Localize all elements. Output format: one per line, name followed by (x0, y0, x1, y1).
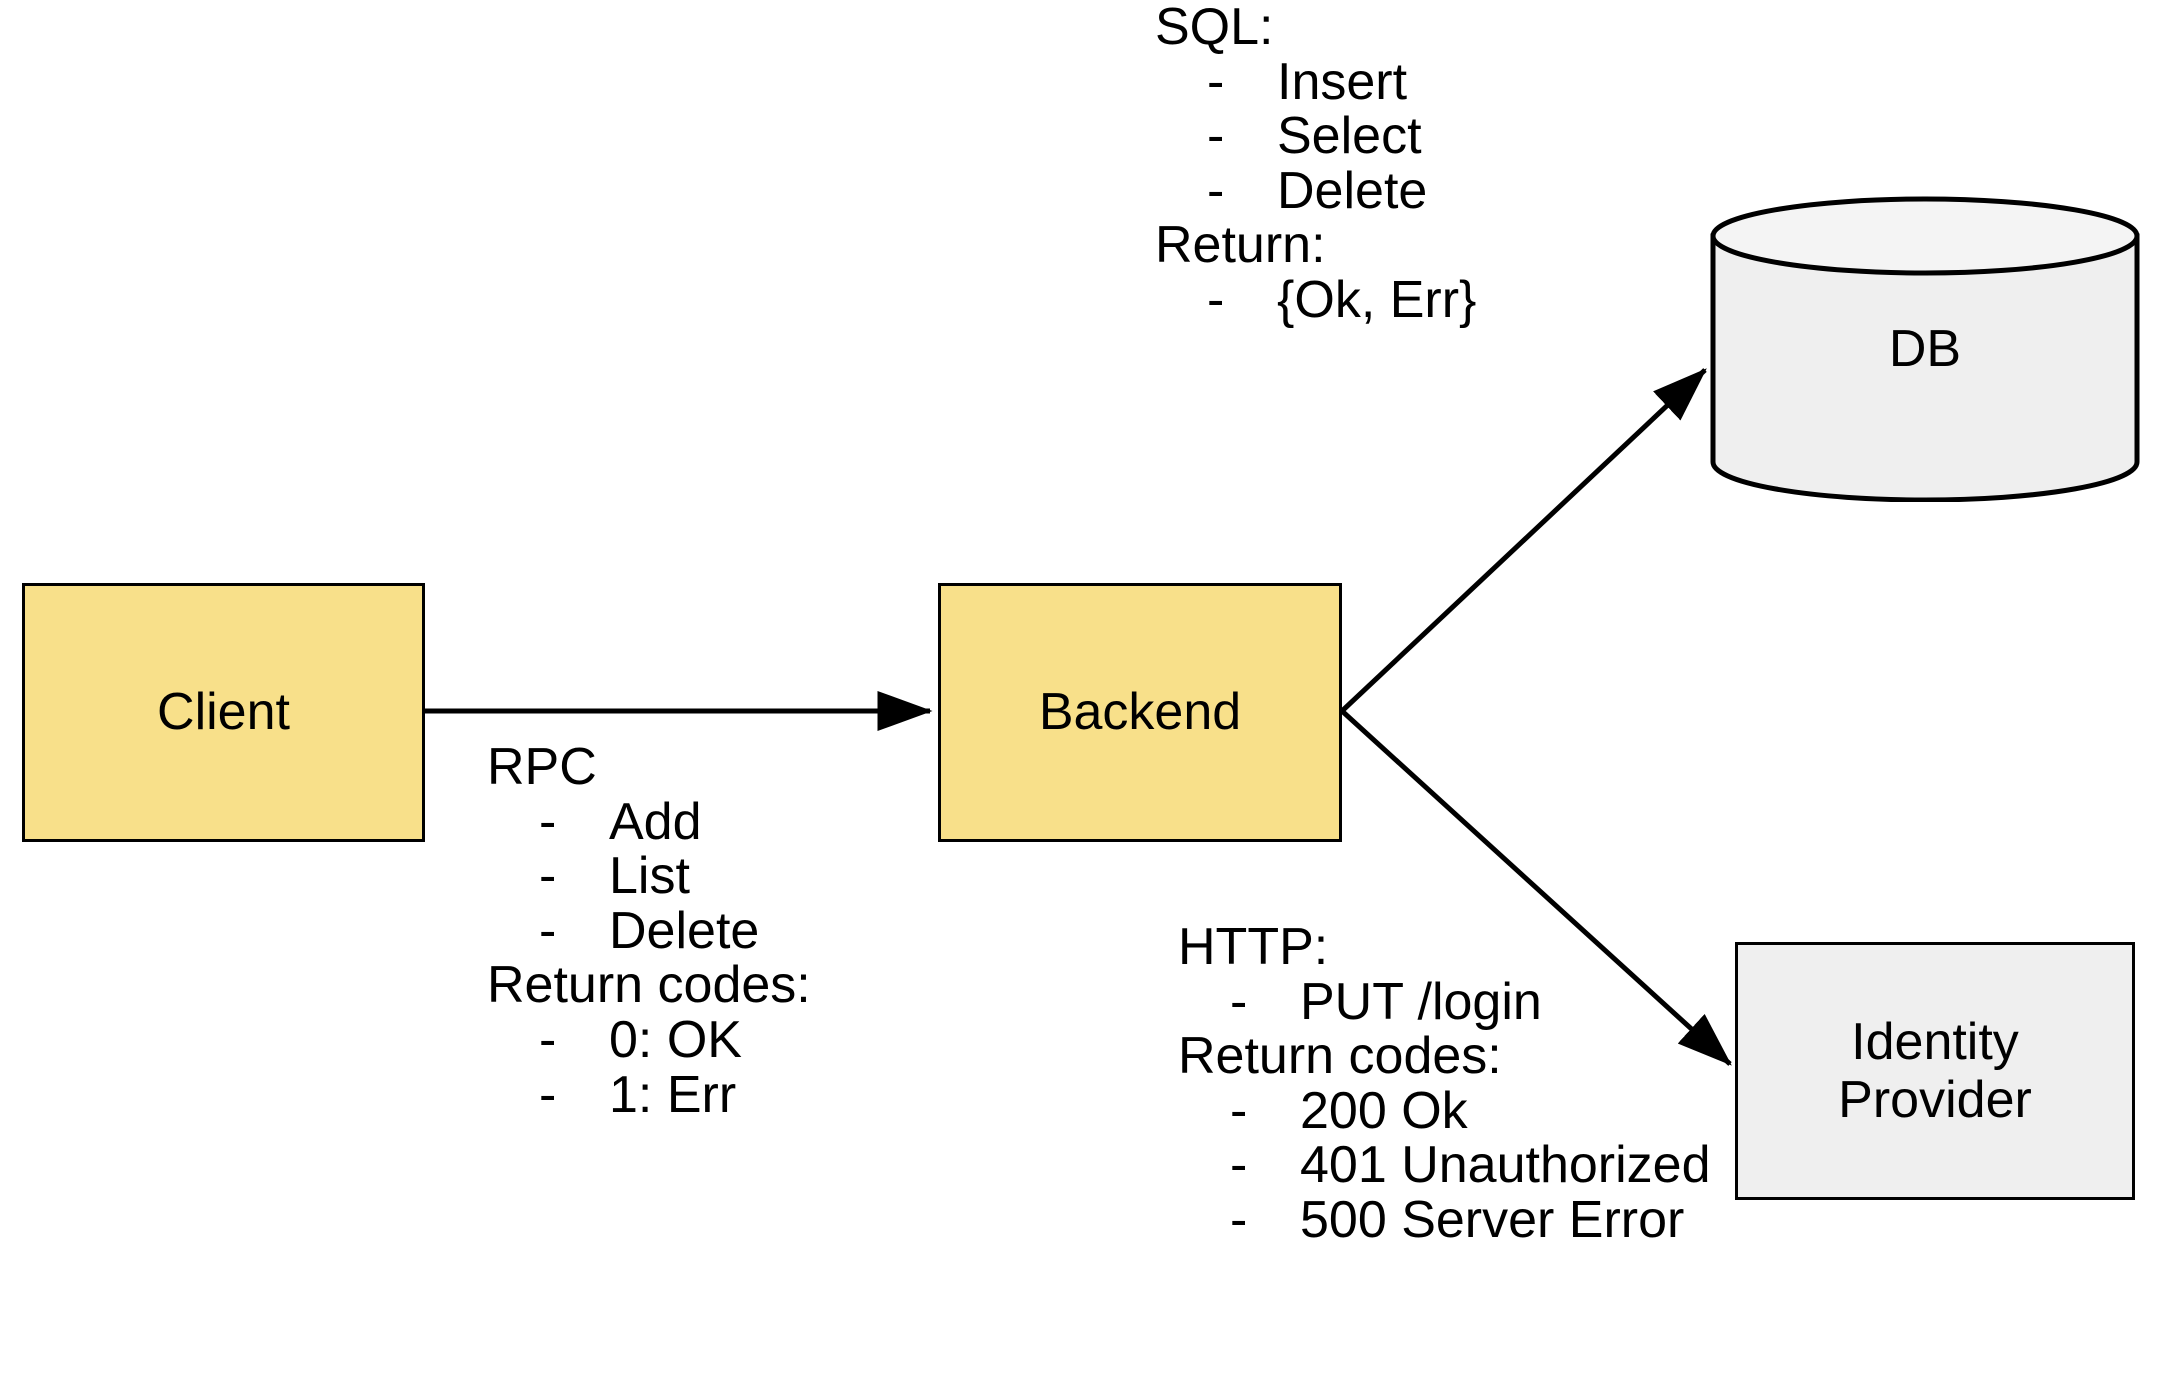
http-heading: HTTP: (1178, 918, 1329, 976)
http-item-label: PUT /login (1300, 972, 1542, 1031)
annotation-sql: SQL: -Insert -Select -Delete Return: -{O… (1155, 0, 1476, 328)
sql-item: -Insert (1155, 52, 1476, 111)
bullet-dash: - (1207, 270, 1225, 329)
rpc-item: -Delete (487, 904, 811, 959)
sql-item-label: Delete (1277, 161, 1428, 220)
bullet-dash: - (1230, 1190, 1248, 1249)
rpc-item: -Add (487, 792, 811, 851)
annotation-rpc: RPC -Add -List -Delete Return codes: -0:… (487, 740, 811, 1122)
bullet-dash: - (1230, 1081, 1248, 1140)
sql-item: -Select (1155, 109, 1476, 164)
bullet-dash: - (539, 1065, 557, 1124)
edge-backend-to-db (1340, 368, 1707, 713)
rpc-returns-heading: Return codes: (487, 956, 811, 1015)
rpc-item-label: Delete (609, 901, 760, 960)
node-db-label: DB (1888, 320, 1962, 378)
node-backend[interactable]: Backend (938, 583, 1342, 842)
bullet-dash: - (1230, 972, 1248, 1031)
http-returns-heading: Return codes: (1178, 1027, 1502, 1086)
bullet-dash: - (539, 901, 557, 960)
node-backend-label: Backend (1038, 683, 1242, 742)
bullet-dash: - (1207, 161, 1225, 220)
rpc-heading: RPC (487, 738, 597, 796)
bullet-dash: - (539, 1010, 557, 1069)
bullet-dash: - (1230, 1136, 1248, 1195)
sql-return-item: -{Ok, Err} (1155, 273, 1476, 328)
http-return-label: 500 Server Error (1300, 1190, 1685, 1249)
http-return-item: -200 Ok (1178, 1084, 1711, 1139)
rpc-return-item: -1: Err (487, 1065, 811, 1124)
node-identity-provider-label: Identity Provider (1838, 1012, 2032, 1129)
sql-item-label: Select (1277, 107, 1422, 166)
http-return-item: -401 Unauthorized (1178, 1138, 1711, 1193)
bullet-dash: - (539, 847, 557, 906)
node-client[interactable]: Client (22, 583, 425, 842)
annotation-http: HTTP: -PUT /login Return codes: -200 Ok … (1178, 920, 1711, 1248)
sql-heading: SQL: (1155, 0, 1274, 56)
rpc-return-label: 0: OK (609, 1010, 742, 1069)
sql-return-label: {Ok, Err} (1277, 270, 1477, 329)
http-return-label: 401 Unauthorized (1300, 1136, 1711, 1195)
node-db[interactable]: DB (1710, 196, 2140, 502)
rpc-item: -List (487, 849, 811, 904)
http-return-item: -500 Server Error (1178, 1193, 1711, 1248)
sql-item: -Delete (1155, 164, 1476, 219)
node-client-label: Client (157, 683, 290, 742)
sql-returns-heading: Return: (1155, 216, 1326, 275)
rpc-return-label: 1: Err (609, 1065, 737, 1124)
sql-item-label: Insert (1277, 52, 1408, 111)
rpc-item-label: Add (609, 792, 702, 851)
bullet-dash: - (1207, 107, 1225, 166)
http-return-label: 200 Ok (1300, 1081, 1468, 1140)
http-item: -PUT /login (1178, 972, 1711, 1031)
rpc-return-item: -0: OK (487, 1013, 811, 1068)
bullet-dash: - (1207, 52, 1225, 111)
cylinder-shape (1710, 196, 2140, 502)
bullet-dash: - (539, 792, 557, 851)
node-identity-provider[interactable]: Identity Provider (1735, 942, 2135, 1200)
rpc-item-label: List (609, 847, 690, 906)
